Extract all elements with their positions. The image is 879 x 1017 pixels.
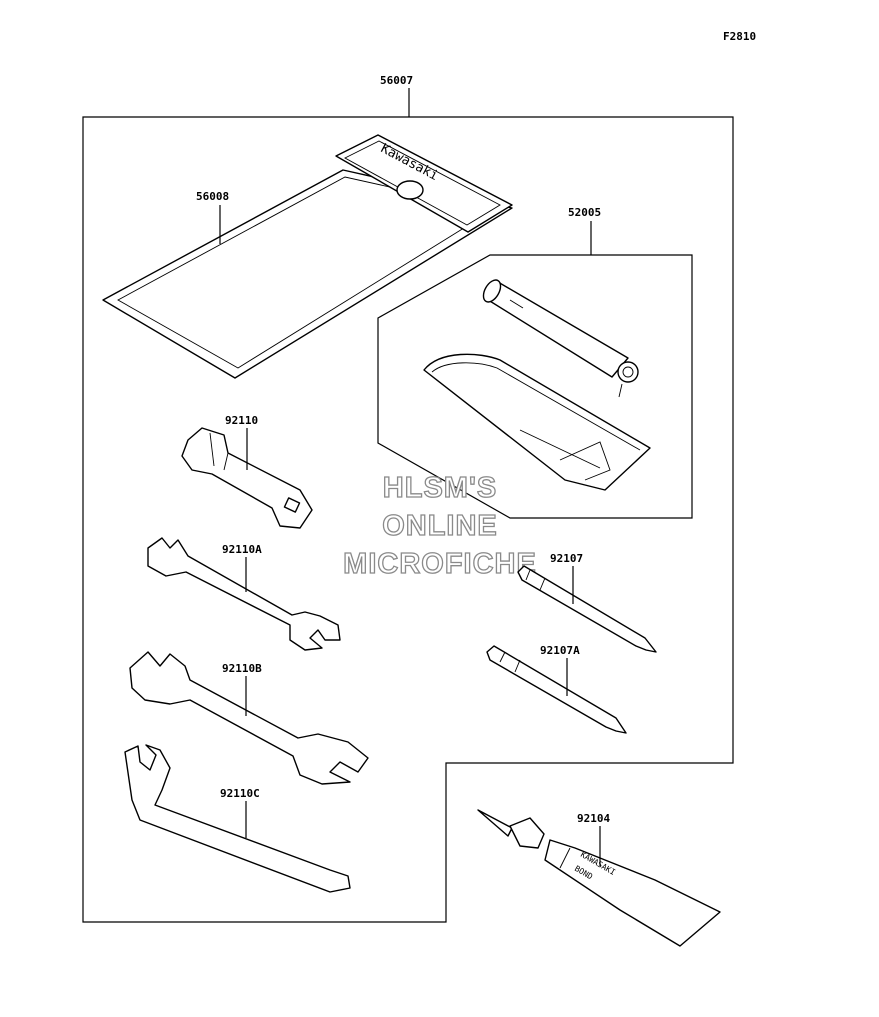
pump-pouch[interactable]	[423, 353, 651, 491]
label-92110C[interactable]: 92110C	[220, 787, 260, 800]
label-92107[interactable]: 92107	[550, 552, 583, 565]
watermark-line3: MICROFICHE	[343, 548, 537, 580]
screwdriver[interactable]	[517, 565, 657, 653]
tool-bag[interactable]: Kawasaki	[102, 134, 513, 379]
label-92110A[interactable]: 92110A	[222, 543, 262, 556]
label-92107A[interactable]: 92107A	[540, 644, 580, 657]
tool-kit-boundary	[82, 116, 734, 923]
tire-pump[interactable]	[480, 277, 639, 398]
pump-set-boundary	[377, 254, 693, 519]
bond-tube[interactable]: KAWASAKI BOND	[477, 809, 721, 947]
hook-wrench[interactable]	[124, 744, 351, 893]
open-end-wrench-a[interactable]	[147, 537, 341, 651]
label-56007[interactable]: 56007	[380, 74, 413, 87]
label-92110B[interactable]: 92110B	[222, 662, 262, 675]
plug-wrench[interactable]	[181, 427, 313, 529]
label-92110[interactable]: 92110	[225, 414, 258, 427]
label-56008[interactable]: 56008	[196, 190, 229, 203]
watermark: HLSM'S ONLINE MICROFICHE	[343, 471, 537, 580]
open-end-wrench-b[interactable]	[129, 651, 369, 785]
watermark-line1: HLSM'S	[383, 472, 497, 504]
figure-code: F2810	[723, 30, 756, 43]
label-52005[interactable]: 52005	[568, 206, 601, 219]
watermark-line2: ONLINE	[382, 510, 498, 542]
label-92104[interactable]: 92104	[577, 812, 610, 825]
screwdriver-a[interactable]	[486, 645, 627, 734]
